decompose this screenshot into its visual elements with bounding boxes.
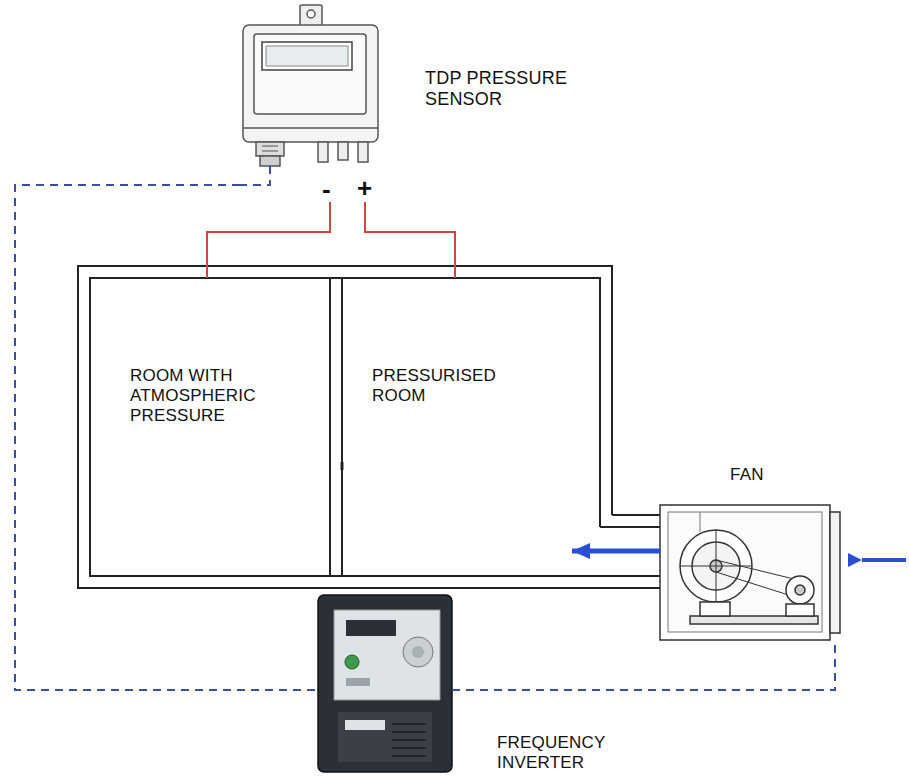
port-sign: + bbox=[357, 175, 372, 201]
vent-slot bbox=[392, 747, 426, 749]
node-label: FREQUENCY INVERTER bbox=[497, 733, 657, 773]
fan-unit: FAN bbox=[660, 505, 830, 640]
node-label: ROOM WITH ATMOSPHERIC PRESSURE bbox=[130, 366, 300, 426]
pressure-sensor-drawing bbox=[243, 5, 378, 166]
vent-slot bbox=[392, 755, 426, 757]
pressure-sensor: TDP PRESSURE SENSOR bbox=[240, 5, 390, 200]
inverter-drawing bbox=[318, 595, 452, 772]
fan-drawing bbox=[660, 505, 840, 640]
pressurised-room: PRESSURISED ROOM bbox=[342, 278, 600, 576]
vent-slot bbox=[392, 723, 426, 725]
cable-stub bbox=[240, 166, 270, 185]
vent-slot bbox=[392, 731, 426, 733]
frequency-inverter: FREQUENCY INVERTER bbox=[318, 595, 452, 772]
vent-slot bbox=[392, 739, 426, 741]
node-label: PRESSURISED ROOM bbox=[372, 366, 542, 406]
pressure-tube bbox=[365, 202, 455, 278]
port-sign: - bbox=[322, 176, 331, 202]
building-walls bbox=[78, 266, 660, 588]
airflow-arrow bbox=[572, 549, 660, 554]
node-label: TDP PRESSURE SENSOR bbox=[425, 68, 615, 110]
control-wire bbox=[452, 640, 835, 690]
signal-wire bbox=[15, 185, 318, 690]
node-label: FAN bbox=[730, 465, 820, 485]
atmospheric-room: ROOM WITH ATMOSPHERIC PRESSURE bbox=[90, 278, 330, 576]
inlet-arrow bbox=[862, 558, 906, 562]
pressure-tube bbox=[207, 202, 330, 278]
